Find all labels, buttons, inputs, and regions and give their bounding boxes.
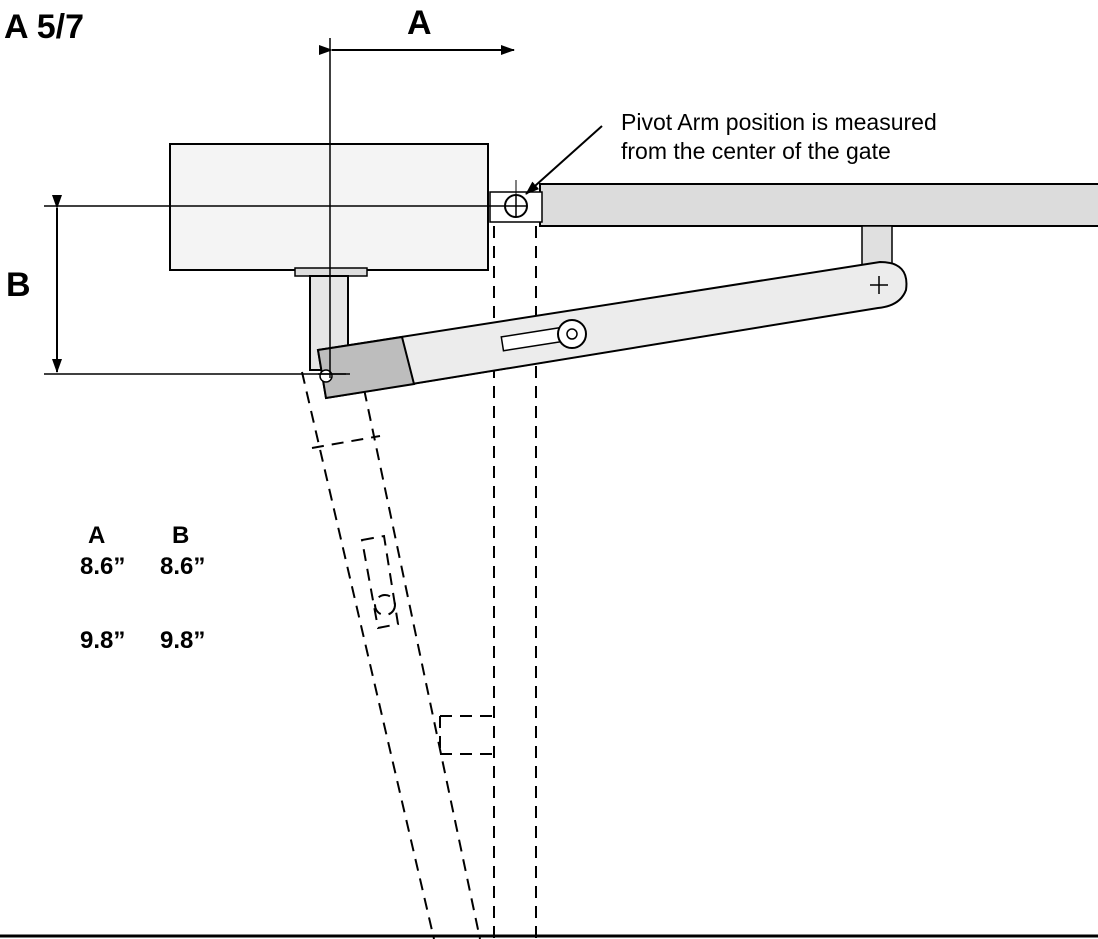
table-header-a: A — [88, 522, 106, 549]
table-header-b: B — [172, 522, 190, 549]
note-line-2: from the center of the gate — [621, 138, 891, 164]
page-title: A 5/7 — [4, 8, 85, 46]
dimension-b-label: B — [6, 266, 31, 304]
note-line-1: Pivot Arm position is measured — [621, 109, 937, 135]
dimension-a-label: A — [407, 4, 432, 42]
table-cell-r1-b: 8.6” — [160, 553, 206, 580]
pivot-arm-note: Pivot Arm position is measured from the … — [621, 108, 937, 166]
table-cell-r1-a: 8.6” — [80, 553, 126, 580]
pillar — [169, 143, 489, 271]
callout-leader-arrow — [525, 125, 603, 195]
gate-operator-arm — [316, 260, 908, 400]
table-cell-r2-a: 9.8” — [80, 627, 126, 654]
gate-bracket — [861, 225, 893, 267]
gate-beam — [539, 183, 1098, 227]
pillar-bracket — [294, 267, 368, 277]
operator-open-outline — [301, 369, 481, 939]
table-cell-r2-b: 9.8” — [160, 627, 206, 654]
